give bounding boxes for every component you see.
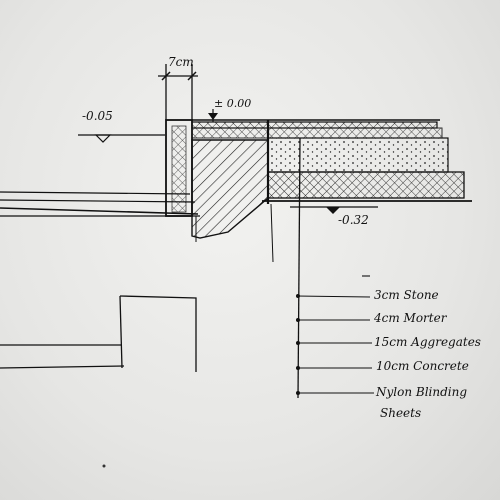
width-label: 7cm <box>168 55 194 69</box>
level-left-label: -0.05 <box>82 109 113 123</box>
legend-stone: 3cm Stone <box>374 288 439 302</box>
level-bottom-marker: -0.32 <box>290 206 378 227</box>
aggregate-layer <box>267 137 449 173</box>
plan-sketch <box>0 295 197 372</box>
legend: 3cm Stone 4cm Morter 15cm Aggregates 10c… <box>373 288 481 420</box>
legend-mortar: 4cm Morter <box>373 311 448 325</box>
leader-ticks <box>295 275 374 395</box>
legend-sheets: Sheets <box>380 406 421 420</box>
level-bottom-label: -0.32 <box>338 213 369 227</box>
leader-spine <box>297 137 301 399</box>
floor-layers <box>191 119 472 204</box>
level-top-marker: ± 0.00 <box>208 97 251 122</box>
foundation-block <box>191 139 269 239</box>
width-dimension: 7cm <box>158 55 198 120</box>
pencil-mark <box>102 464 106 468</box>
guide-line <box>270 203 274 263</box>
concrete-layer <box>267 171 465 199</box>
level-left-marker: -0.05 <box>78 109 165 143</box>
ground-lines <box>0 191 200 217</box>
stone-layer <box>191 121 438 129</box>
legend-aggregates: 15cm Aggregates <box>374 335 481 349</box>
legend-nylon: Nylon Blinding <box>375 385 467 399</box>
legend-concrete: 10cm Concrete <box>376 359 469 373</box>
mortar-layer <box>191 127 443 139</box>
level-top-label: ± 0.00 <box>214 97 251 110</box>
